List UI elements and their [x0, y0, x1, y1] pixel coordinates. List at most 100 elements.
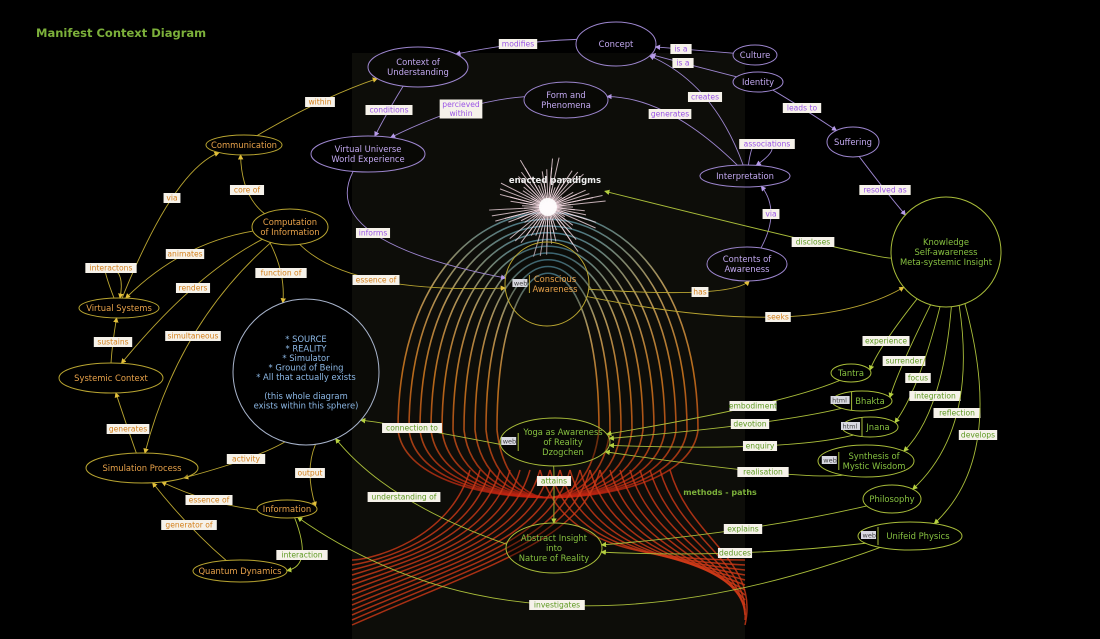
edge-label: investigates — [534, 601, 580, 610]
edge-label-bg — [687, 92, 723, 102]
edge-label-bg — [106, 424, 150, 434]
edge-label: via — [765, 210, 776, 219]
node-label: Virtual Systems — [86, 303, 152, 313]
edge-label: explains — [727, 525, 759, 534]
edge-label: is a — [676, 59, 689, 68]
edge-label-bg — [498, 39, 538, 49]
edge-label: modifies — [502, 40, 534, 49]
edge-simulation-systemic: generates — [106, 392, 150, 454]
edge-label-bg — [791, 237, 835, 247]
edge-label-bg — [782, 103, 822, 113]
edge-label-bg — [365, 105, 413, 115]
node-concept[interactable]: Concept — [575, 21, 657, 67]
node-simulation[interactable]: Simulation Process — [85, 452, 199, 484]
node-communication[interactable]: Communication — [205, 134, 283, 156]
node-label: Unifeid Physics — [886, 531, 949, 541]
edge-label: essence of — [356, 276, 397, 285]
web-link-icon[interactable]: web — [821, 452, 840, 470]
node-label: Suffering — [834, 137, 872, 147]
edge-label: deduces — [719, 549, 751, 558]
edge-label: generates — [109, 425, 147, 434]
node-label: Quantum Dynamics — [198, 566, 281, 576]
edge-concept-context: modifies — [455, 38, 577, 56]
edge-knowledge-synthesis: integration — [903, 306, 961, 452]
edge-label-bg — [859, 185, 911, 195]
edge-synthesis-yoga: realisation — [604, 449, 844, 477]
edge-label-bg — [723, 524, 763, 534]
edge-label: output — [297, 469, 322, 478]
node-vsystems[interactable]: Virtual Systems — [78, 297, 160, 319]
edge-label-bg — [762, 209, 780, 219]
edge-label: generator of — [165, 521, 213, 530]
edge-label-bg — [536, 476, 572, 486]
edge-knowledge-bhakta: surrender — [882, 304, 931, 399]
web-link-icon[interactable]: web — [512, 275, 530, 293]
edge-knowledge-paradigms: discloses — [604, 189, 892, 259]
edge-label: reflection — [939, 409, 975, 418]
node-philosophy[interactable]: Philosophy — [862, 484, 922, 514]
edge-label: simultaneous — [168, 332, 219, 341]
edge-label-bg — [226, 454, 266, 464]
edge-computation-conscious: essence of — [299, 244, 507, 291]
html-link-icon[interactable]: html — [830, 392, 853, 410]
edge-context-vuniverse: conditions — [365, 85, 413, 137]
node-interpretation[interactable]: Interpretation — [699, 164, 791, 188]
node-label: Philosophy — [869, 494, 914, 504]
node-label: Information — [263, 504, 311, 514]
node-systemic[interactable]: Systemic Context — [58, 362, 164, 394]
html-link-icon[interactable]: html — [841, 418, 863, 436]
node-culture[interactable]: Culture — [732, 44, 778, 66]
node-tantra[interactable]: Tantra — [830, 363, 872, 383]
edge-label-bg — [93, 337, 133, 347]
edge-label: generates — [651, 110, 689, 119]
node-physics[interactable]: Unifeid Physics web — [857, 521, 963, 551]
edge-label: focus — [908, 374, 928, 383]
edge-label: interaction — [281, 551, 322, 560]
edge-label-bg — [529, 600, 585, 610]
node-identity[interactable]: Identity — [732, 71, 784, 93]
edge-communication-context: within — [256, 77, 379, 136]
edge-label-bg — [742, 441, 778, 451]
edge-label-bg — [229, 185, 265, 195]
edge-interpretation-form: generates — [606, 93, 738, 166]
node-quantum[interactable]: Quantum Dynamics — [192, 559, 288, 583]
edge-label-bg — [933, 408, 981, 418]
edge-label: connection to — [386, 424, 438, 433]
web-link-icon[interactable]: web — [861, 527, 879, 545]
enacted-paradigms-label: enacted paradigms — [509, 176, 601, 186]
edge-vuniverse-conscious: informs — [346, 171, 507, 280]
edge-label: resolved as — [863, 186, 906, 195]
node-label: Systemic Context — [74, 373, 148, 383]
node-suffering[interactable]: Suffering — [826, 126, 880, 158]
edge-physics-information: investigates — [297, 516, 881, 610]
edge-culture-concept: is a — [654, 44, 734, 54]
svg-text:web: web — [823, 457, 836, 465]
web-link-icon[interactable]: web — [501, 433, 519, 451]
edge-label-bg — [862, 336, 910, 346]
diagram-title: Manifest Context Diagram — [36, 26, 207, 40]
edge-label: understanding of — [372, 493, 437, 502]
edge-label-bg — [670, 44, 692, 54]
edge-label: creates — [691, 93, 719, 102]
node-source[interactable]: * SOURCE* REALITY* Simulator* Ground of … — [232, 298, 380, 446]
node-information[interactable]: Information — [256, 499, 318, 519]
edge-physics-abstract: deduces — [600, 542, 866, 558]
edge-label-bg — [255, 268, 307, 278]
